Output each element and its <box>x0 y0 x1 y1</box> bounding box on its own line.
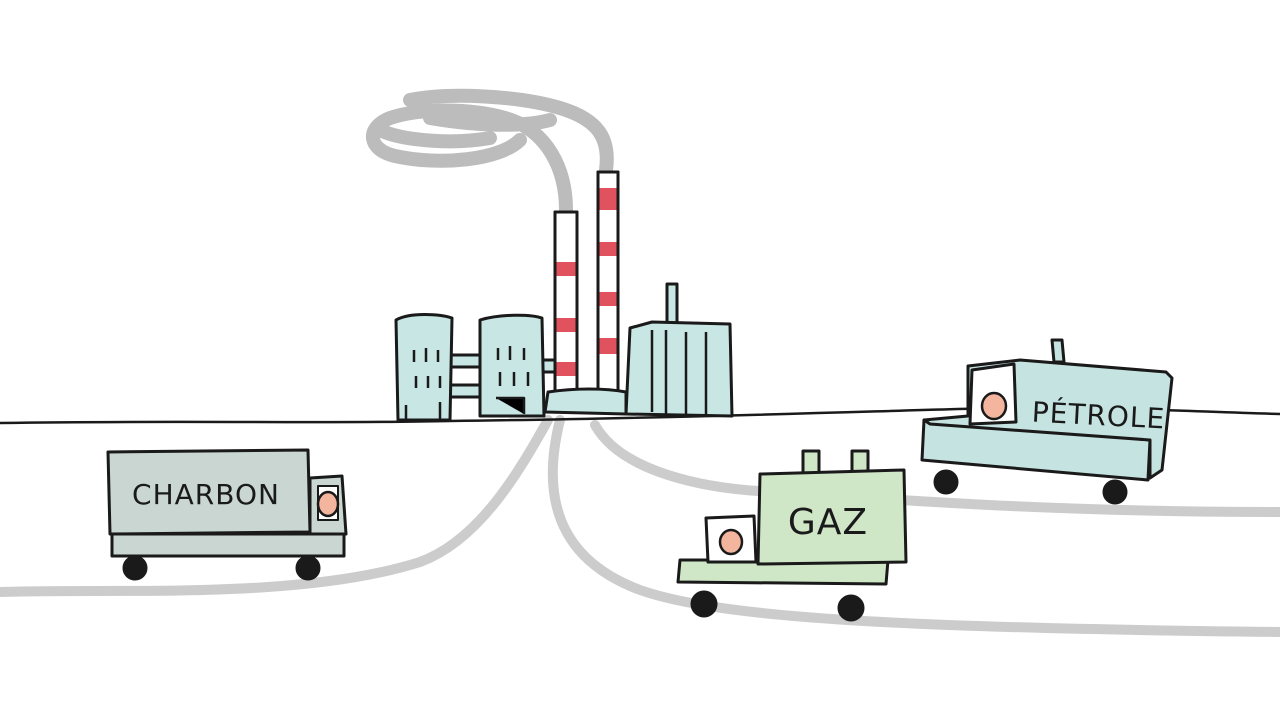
coal-wheel-back <box>122 555 148 581</box>
building-left <box>394 313 454 422</box>
smoke-cloud <box>365 88 614 217</box>
gas-truck-tank <box>756 468 908 566</box>
oil-wheel-back <box>933 469 959 495</box>
chimney-2 <box>596 170 620 394</box>
chimney-1 <box>553 210 579 394</box>
coal-driver <box>316 490 340 518</box>
coal-truck-label: CHARBON <box>132 478 280 511</box>
gas-driver <box>718 528 744 556</box>
gas-wheel-front <box>837 594 865 622</box>
building-right <box>624 282 734 418</box>
oil-truck-label: PÉTROLE <box>1031 395 1166 436</box>
coal-wheel-front <box>295 555 321 581</box>
oil-truck <box>920 338 1174 505</box>
oil-driver <box>980 391 1008 421</box>
road-coal <box>0 415 553 597</box>
coal-truck <box>106 448 348 581</box>
road-center <box>547 415 1280 637</box>
oil-wheel-front <box>1102 479 1128 505</box>
building-middle <box>478 313 546 418</box>
gas-truck <box>676 449 908 622</box>
gas-truck-label: GAZ <box>788 502 868 543</box>
gas-wheel-back <box>690 590 718 618</box>
factory <box>394 170 734 422</box>
